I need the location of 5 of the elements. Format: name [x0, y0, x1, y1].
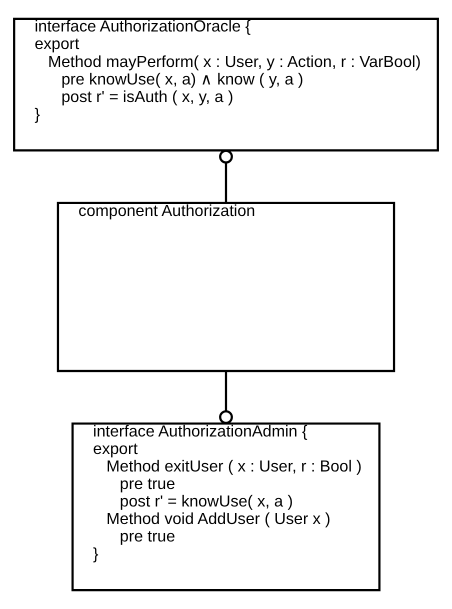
node-box: component Authorization	[56, 202, 396, 372]
node-box: interface AuthorizationAdmin { export Method exitUser ( x : User, r : Bool ) pre true post r' = knowUse( x, a ) Method void AddUser ( User x ) pre true }	[71, 422, 381, 592]
connector	[219, 150, 233, 203]
node-box: interface AuthorizationOracle { export Method mayPerform( x : User, y : Action, r : VarBool) pre knowUse( x, a) ∧ know ( y, a ) post r' = isAuth ( x, y, a ) }	[13, 18, 439, 152]
connector	[219, 371, 233, 424]
